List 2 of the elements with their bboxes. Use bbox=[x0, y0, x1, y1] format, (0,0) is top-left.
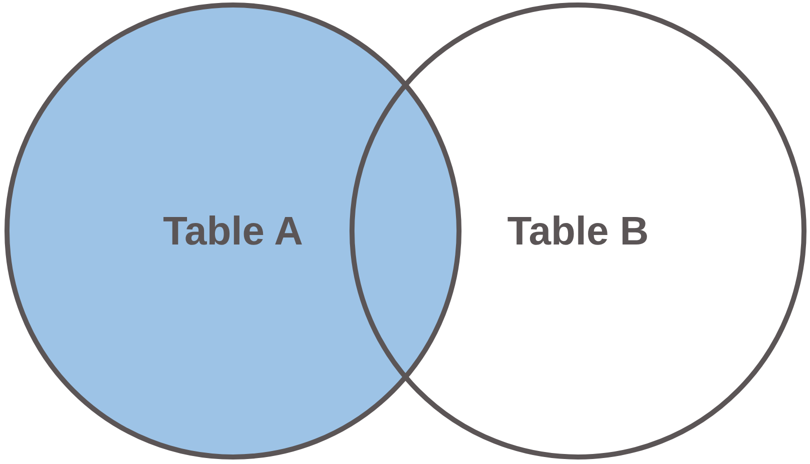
set-label: Table A bbox=[162, 210, 304, 254]
set-label: Table B bbox=[507, 210, 649, 254]
